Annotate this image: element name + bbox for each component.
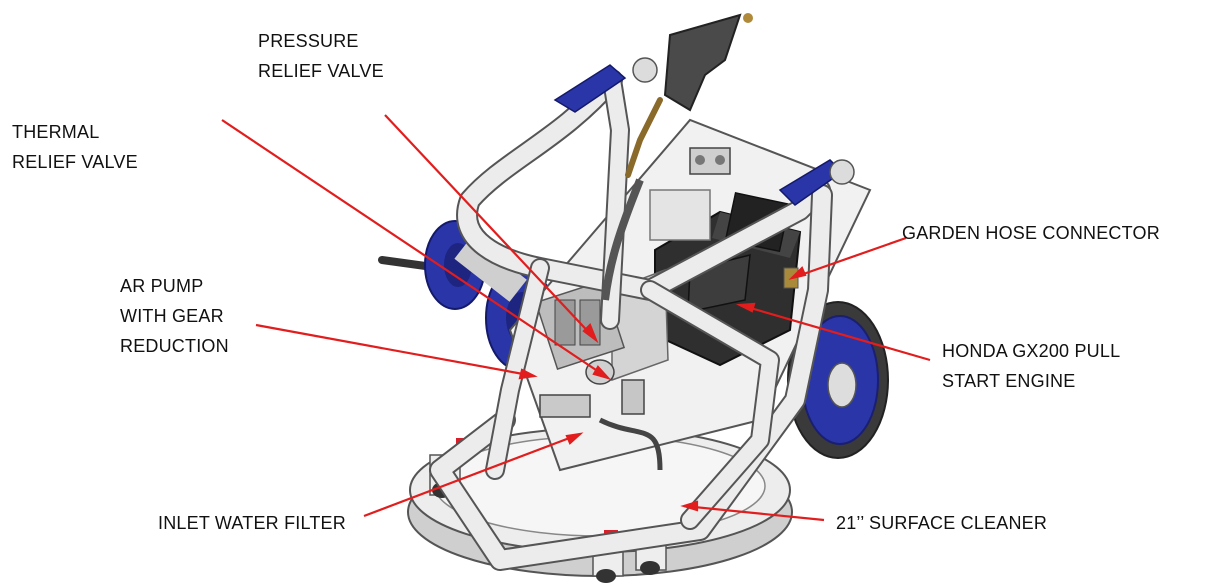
label-surface-cleaner-line1: 21’’ SURFACE CLEANER <box>836 513 1048 533</box>
label-honda-engine-line1: HONDA GX200 PULL <box>942 341 1121 361</box>
label-ar-pump: AR PUMP WITH GEAR REDUCTION <box>120 271 229 361</box>
label-pressure-relief-valve-line2: RELIEF VALVE <box>258 61 384 81</box>
label-surface-cleaner: 21’’ SURFACE CLEANER <box>836 508 1047 538</box>
label-honda-engine: HONDA GX200 PULL START ENGINE <box>942 336 1120 396</box>
leader-surface-cleaner <box>683 504 825 522</box>
spray-gun <box>601 13 753 301</box>
leader-garden-hose-connector <box>791 236 907 280</box>
label-thermal-relief-valve-line1: THERMAL <box>12 122 100 142</box>
leader-thermal-relief-valve <box>221 119 609 379</box>
label-ar-pump-line3: REDUCTION <box>120 336 229 356</box>
label-honda-engine-line2: START ENGINE <box>942 371 1076 391</box>
label-garden-hose-connector-line1: GARDEN HOSE CONNECTOR <box>902 223 1160 243</box>
label-thermal-relief-valve-line2: RELIEF VALVE <box>12 152 138 172</box>
label-inlet-water-filter-line1: INLET WATER FILTER <box>158 513 346 533</box>
leader-inlet-water-filter <box>363 432 581 518</box>
leader-ar-pump <box>255 323 535 378</box>
label-ar-pump-line1: AR PUMP <box>120 276 204 296</box>
label-ar-pump-line2: WITH GEAR <box>120 306 224 326</box>
blue-levers <box>553 57 855 206</box>
label-inlet-water-filter: INLET WATER FILTER <box>158 508 346 538</box>
label-pressure-relief-valve-line1: PRESSURE <box>258 31 359 51</box>
tube-frame <box>429 69 833 571</box>
label-garden-hose-connector: GARDEN HOSE CONNECTOR <box>902 218 1160 248</box>
valve-block <box>689 147 731 175</box>
leader-lines <box>221 114 931 522</box>
label-thermal-relief-valve: THERMAL RELIEF VALVE <box>12 117 138 177</box>
leader-pressure-relief-valve <box>384 114 597 341</box>
leader-honda-engine <box>739 303 931 362</box>
label-pressure-relief-valve: PRESSURE RELIEF VALVE <box>258 26 384 86</box>
